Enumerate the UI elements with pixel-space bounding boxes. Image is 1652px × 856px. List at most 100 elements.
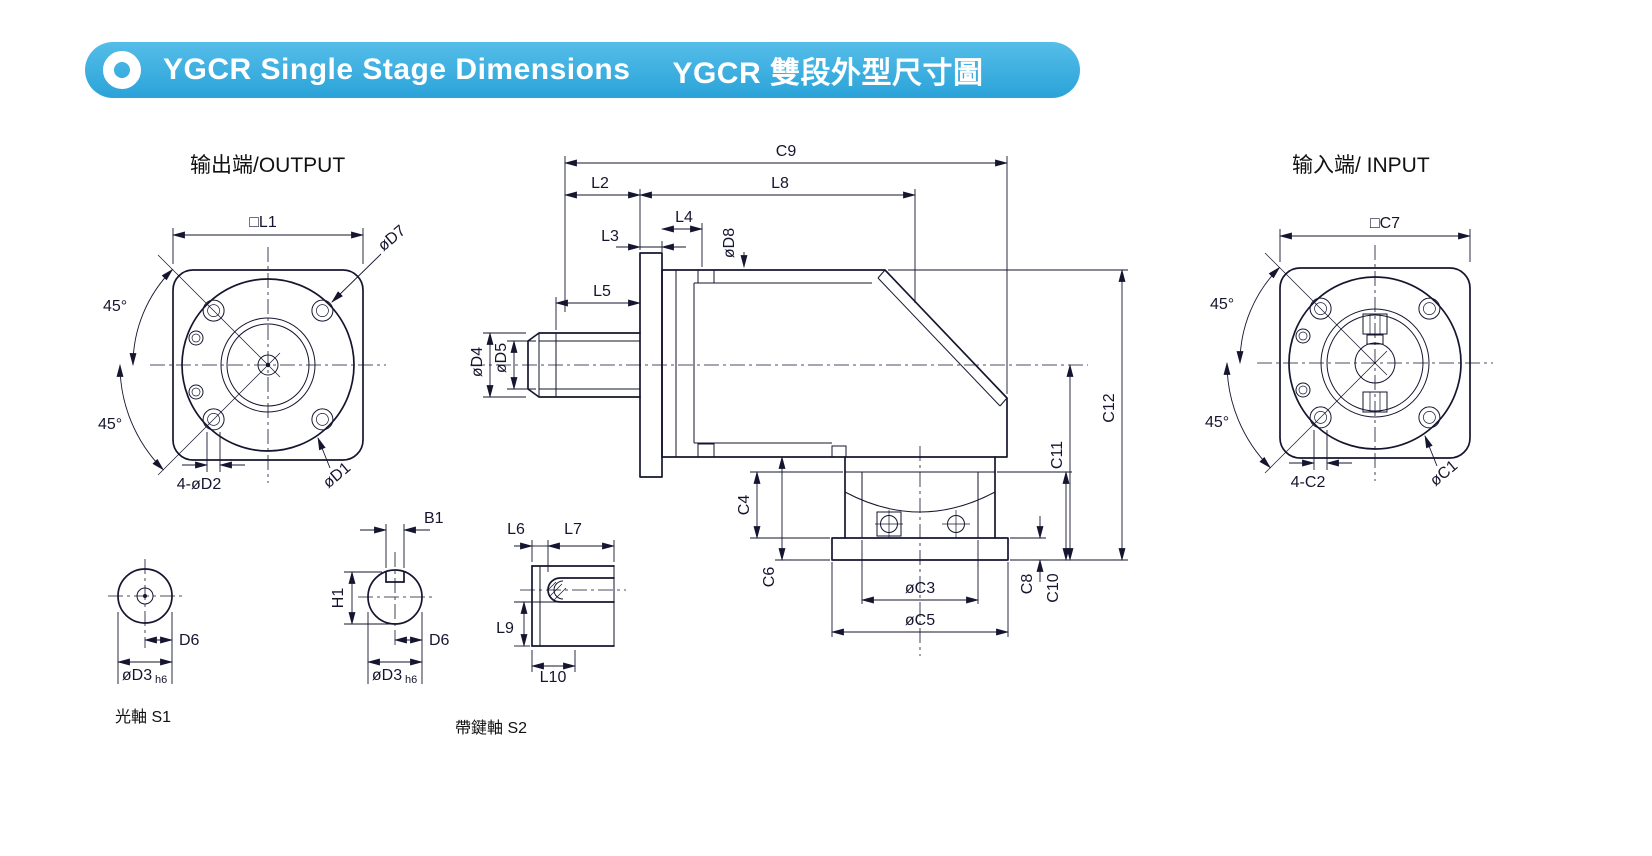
dim-label-s1-D6: D6 <box>179 632 200 649</box>
shaft-s2-end-view: B1 H1 D6 øD3 h6 <box>330 510 450 686</box>
input-clamp-screws <box>1362 313 1388 413</box>
dim-label-L2: L2 <box>591 175 609 192</box>
output-dim-D1: øD1 <box>317 436 354 492</box>
dim-label-C5: øC5 <box>905 612 935 629</box>
s2-keyway-slot <box>385 571 405 583</box>
dim-label-D7: øD7 <box>375 222 409 255</box>
dim-C4: C4 <box>736 470 843 540</box>
s1-label: 光軸 S1 <box>115 708 171 726</box>
output-view: 输出端/OUTPUT □L1 <box>98 154 409 493</box>
s2-dim-H1: H1 <box>330 570 392 626</box>
dim-label-input-angle-upper: 45° <box>1210 296 1234 313</box>
ring-icon <box>103 51 141 89</box>
s2p-keyway-hatch <box>547 581 567 601</box>
dim-label-C4: C4 <box>736 495 753 516</box>
s2-dim-D6: D6 <box>393 612 450 684</box>
output-center-dot <box>265 362 271 368</box>
dim-label-L4: L4 <box>675 209 693 226</box>
title-zh: 雙段外型尺寸圖 <box>761 57 984 90</box>
dim-label-D4: øD4 <box>469 347 486 377</box>
output-dim-angle-upper: 45° <box>103 268 174 367</box>
input-bolt-holes <box>1295 297 1441 429</box>
dim-label-D2: 4-øD2 <box>177 476 222 493</box>
s2-shaft-circle <box>367 569 423 625</box>
dim-label-L6: L6 <box>507 521 525 538</box>
body-notch <box>831 445 847 457</box>
s2p-dim-L6-L7: L6 L7 <box>507 521 616 572</box>
s2p-dim-L10: L10 <box>530 650 577 686</box>
dim-C11: C11 <box>1049 363 1074 562</box>
brand-en: YGCR <box>163 53 252 86</box>
output-pilot-circle <box>181 278 355 452</box>
input-dim-C1: øC1 <box>1424 434 1461 490</box>
input-bore-hole <box>1354 342 1396 384</box>
dim-label-L10: L10 <box>540 669 567 686</box>
dim-D4: øD4 <box>469 331 526 399</box>
s1-center-dot <box>143 594 147 598</box>
input-key-slot <box>1366 334 1384 345</box>
dim-C6: C6 <box>761 455 830 588</box>
s1-center-hole <box>136 587 154 605</box>
dim-label-C7: □C7 <box>1370 215 1400 232</box>
title-en: Single Stage Dimensions <box>251 53 631 86</box>
output-dim-D2: 4-øD2 <box>177 432 245 493</box>
dim-label-L8: L8 <box>771 175 789 192</box>
s2-dim-B1: B1 <box>360 510 444 568</box>
dim-L2-L8: L2 L8 <box>563 175 917 303</box>
output-dim-angle-lower: 45° <box>98 363 165 471</box>
dim-label-C6: C6 <box>761 567 778 588</box>
dim-label-D5: øD5 <box>493 343 510 373</box>
dim-label-C2: 4-C2 <box>1291 474 1326 491</box>
dim-C5: øC5 <box>830 562 1010 637</box>
output-hub-circle-inner <box>226 323 310 407</box>
dim-label-L3: L3 <box>601 228 619 245</box>
s2-dim-D3: øD3 h6 <box>366 612 424 686</box>
dim-label-s1-D3: øD3 <box>122 667 152 684</box>
dim-label-D1: øD1 <box>320 459 354 492</box>
input-dim-C2: 4-C2 <box>1289 430 1352 491</box>
s2p-dim-L9: L9 <box>496 600 558 648</box>
shaft-s1-view: D6 øD3 h6 光軸 S1 <box>108 559 200 726</box>
dim-D8: øD8 <box>721 228 748 269</box>
dim-label-D8: øD8 <box>721 228 738 258</box>
dim-label-C1: øC1 <box>1427 457 1461 490</box>
output-dim-D7: øD7 <box>331 222 409 303</box>
dim-L4: L4 <box>660 209 704 267</box>
side-view: C9 L2 L8 L4 L3 <box>469 143 1128 656</box>
input-view-title: 输入端/ INPUT <box>1292 154 1430 177</box>
dim-label-C10: C10 <box>1045 573 1062 602</box>
input-dim-angle-lower: 45° <box>1205 361 1272 469</box>
dim-L5: L5 <box>554 283 642 330</box>
body-screw-bottom <box>697 443 715 458</box>
body-screw-top <box>697 269 715 284</box>
dim-label-C11: C11 <box>1049 441 1066 469</box>
shaft-s2-profile-view: L6 L7 L9 L10 帶鍵軸 S2 <box>455 521 626 737</box>
dim-label-s2-D3: øD3 <box>372 667 402 684</box>
dim-C9: C9 <box>563 143 1009 394</box>
output-center-hole <box>257 354 279 376</box>
dim-C10: C10 <box>997 470 1072 603</box>
gear-body <box>661 269 1008 458</box>
input-dim-angle-upper: 45° <box>1210 266 1281 365</box>
dim-C8: C8 <box>1010 516 1046 594</box>
output-bolt-holes <box>188 299 334 431</box>
dim-label-H1: H1 <box>330 588 347 609</box>
dim-label-s2-D6: D6 <box>429 632 450 649</box>
output-diagonal-lower <box>157 352 281 476</box>
chamfer-tick-bottom <box>999 397 1008 407</box>
s1-dim-D6: D6 <box>143 612 200 684</box>
header-title-en: YGCR Single Stage Dimensions <box>163 53 630 87</box>
dim-D5: øD5 <box>493 339 536 391</box>
dim-label-B1: B1 <box>424 510 444 527</box>
brand-zh: YGCR <box>672 57 762 90</box>
input-pilot-circle <box>1288 276 1462 450</box>
input-hub-circle-outer <box>1320 308 1430 418</box>
dim-label-L7: L7 <box>564 521 582 538</box>
output-diagonal-upper <box>157 254 281 378</box>
dim-label-L9: L9 <box>496 620 514 637</box>
dim-C3: øC3 <box>860 540 980 604</box>
housing-chamfer-inner <box>877 277 1001 407</box>
header-title-zh: YGCR 雙段外型尺寸圖 <box>672 48 983 92</box>
